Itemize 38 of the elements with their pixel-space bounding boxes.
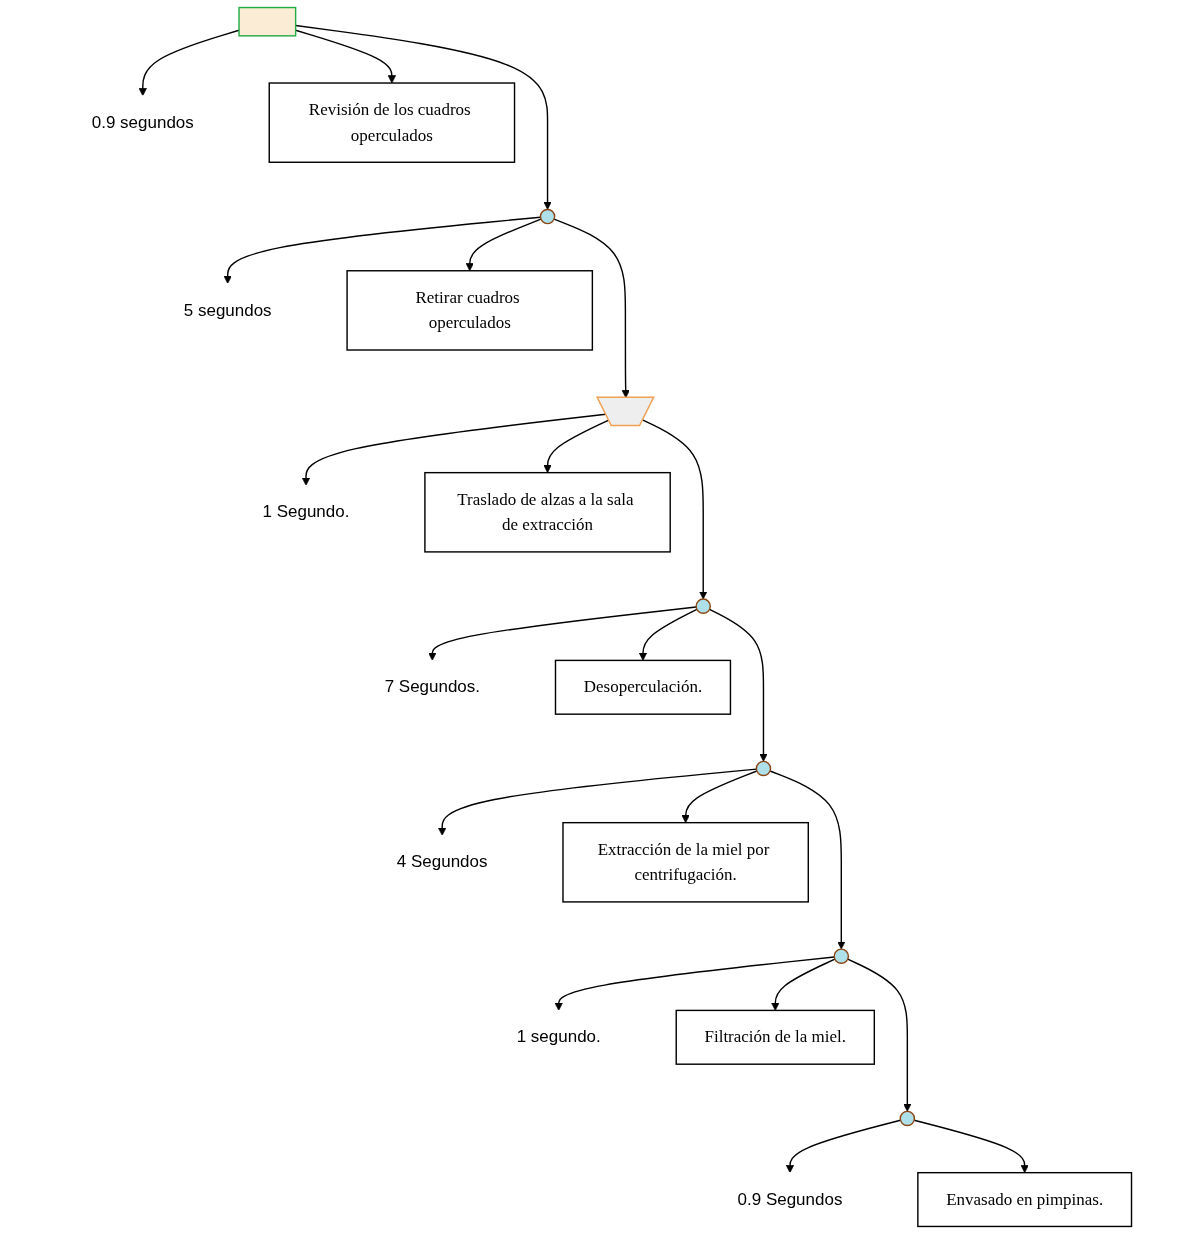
arrow — [847, 958, 912, 1112]
node-circle — [899, 1110, 916, 1127]
node-circle — [755, 760, 772, 777]
arrow — [681, 770, 758, 824]
node-box: Filtración de la miel. — [675, 1009, 875, 1065]
node-box: Desoperculación. — [554, 659, 732, 715]
arrow — [543, 419, 610, 474]
arrow — [913, 1119, 1029, 1174]
arrow — [771, 958, 836, 1011]
node-text: 4 Segundos — [396, 852, 488, 872]
node-text: 7 Segundos. — [384, 677, 481, 697]
arrow — [638, 608, 698, 661]
node-text: 0.9 Segundos — [737, 1189, 843, 1209]
arrow — [301, 413, 607, 486]
arrow — [428, 606, 697, 661]
node-box: Traslado de alzas a la sala de extracción — [424, 471, 671, 553]
arrow — [642, 419, 708, 600]
arrow — [438, 768, 758, 836]
node-box — [238, 6, 297, 37]
arrow — [769, 770, 846, 950]
node-text: 0.9 segundos — [91, 112, 194, 132]
node-text: 1 Segundo. — [262, 502, 350, 522]
node-text: 5 segundos — [183, 300, 272, 320]
node-box: Retirar cuadros operculados — [346, 270, 594, 351]
arrow — [554, 956, 835, 1011]
arrow — [708, 608, 768, 762]
arrow — [223, 216, 542, 284]
arrow — [138, 29, 240, 97]
arrow — [785, 1119, 902, 1174]
node-circle — [833, 948, 850, 964]
node-circle — [539, 208, 556, 225]
node-text: 1 segundo. — [516, 1027, 601, 1047]
node-box: Envasado en pimpinas. — [917, 1171, 1133, 1228]
node-arrow — [595, 396, 655, 427]
node-circle — [695, 598, 711, 614]
node-box: Extracción de la miel por centrifugación. — [562, 821, 809, 903]
node-box: Revisión de los cuadros operculados — [268, 82, 516, 163]
arrow — [465, 218, 542, 272]
